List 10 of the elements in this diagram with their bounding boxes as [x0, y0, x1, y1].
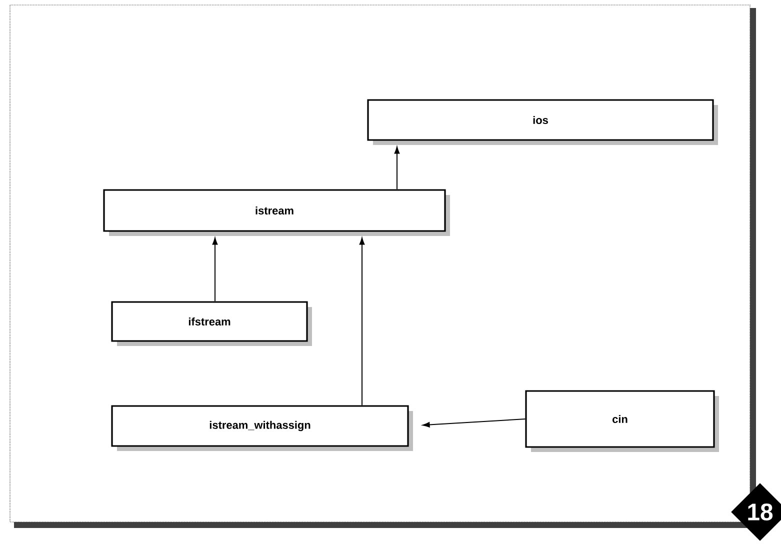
class-box: ios	[367, 99, 718, 145]
class-box: istream_withassign	[111, 405, 413, 451]
arrow	[422, 418, 526, 428]
arrow	[394, 146, 400, 190]
arrow	[212, 238, 218, 302]
arrow	[359, 238, 365, 406]
class-box: cin	[525, 390, 719, 452]
page-number-badge: 18	[731, 483, 781, 541]
class-box: istream	[103, 189, 450, 236]
class-box: ifstream	[111, 301, 312, 346]
